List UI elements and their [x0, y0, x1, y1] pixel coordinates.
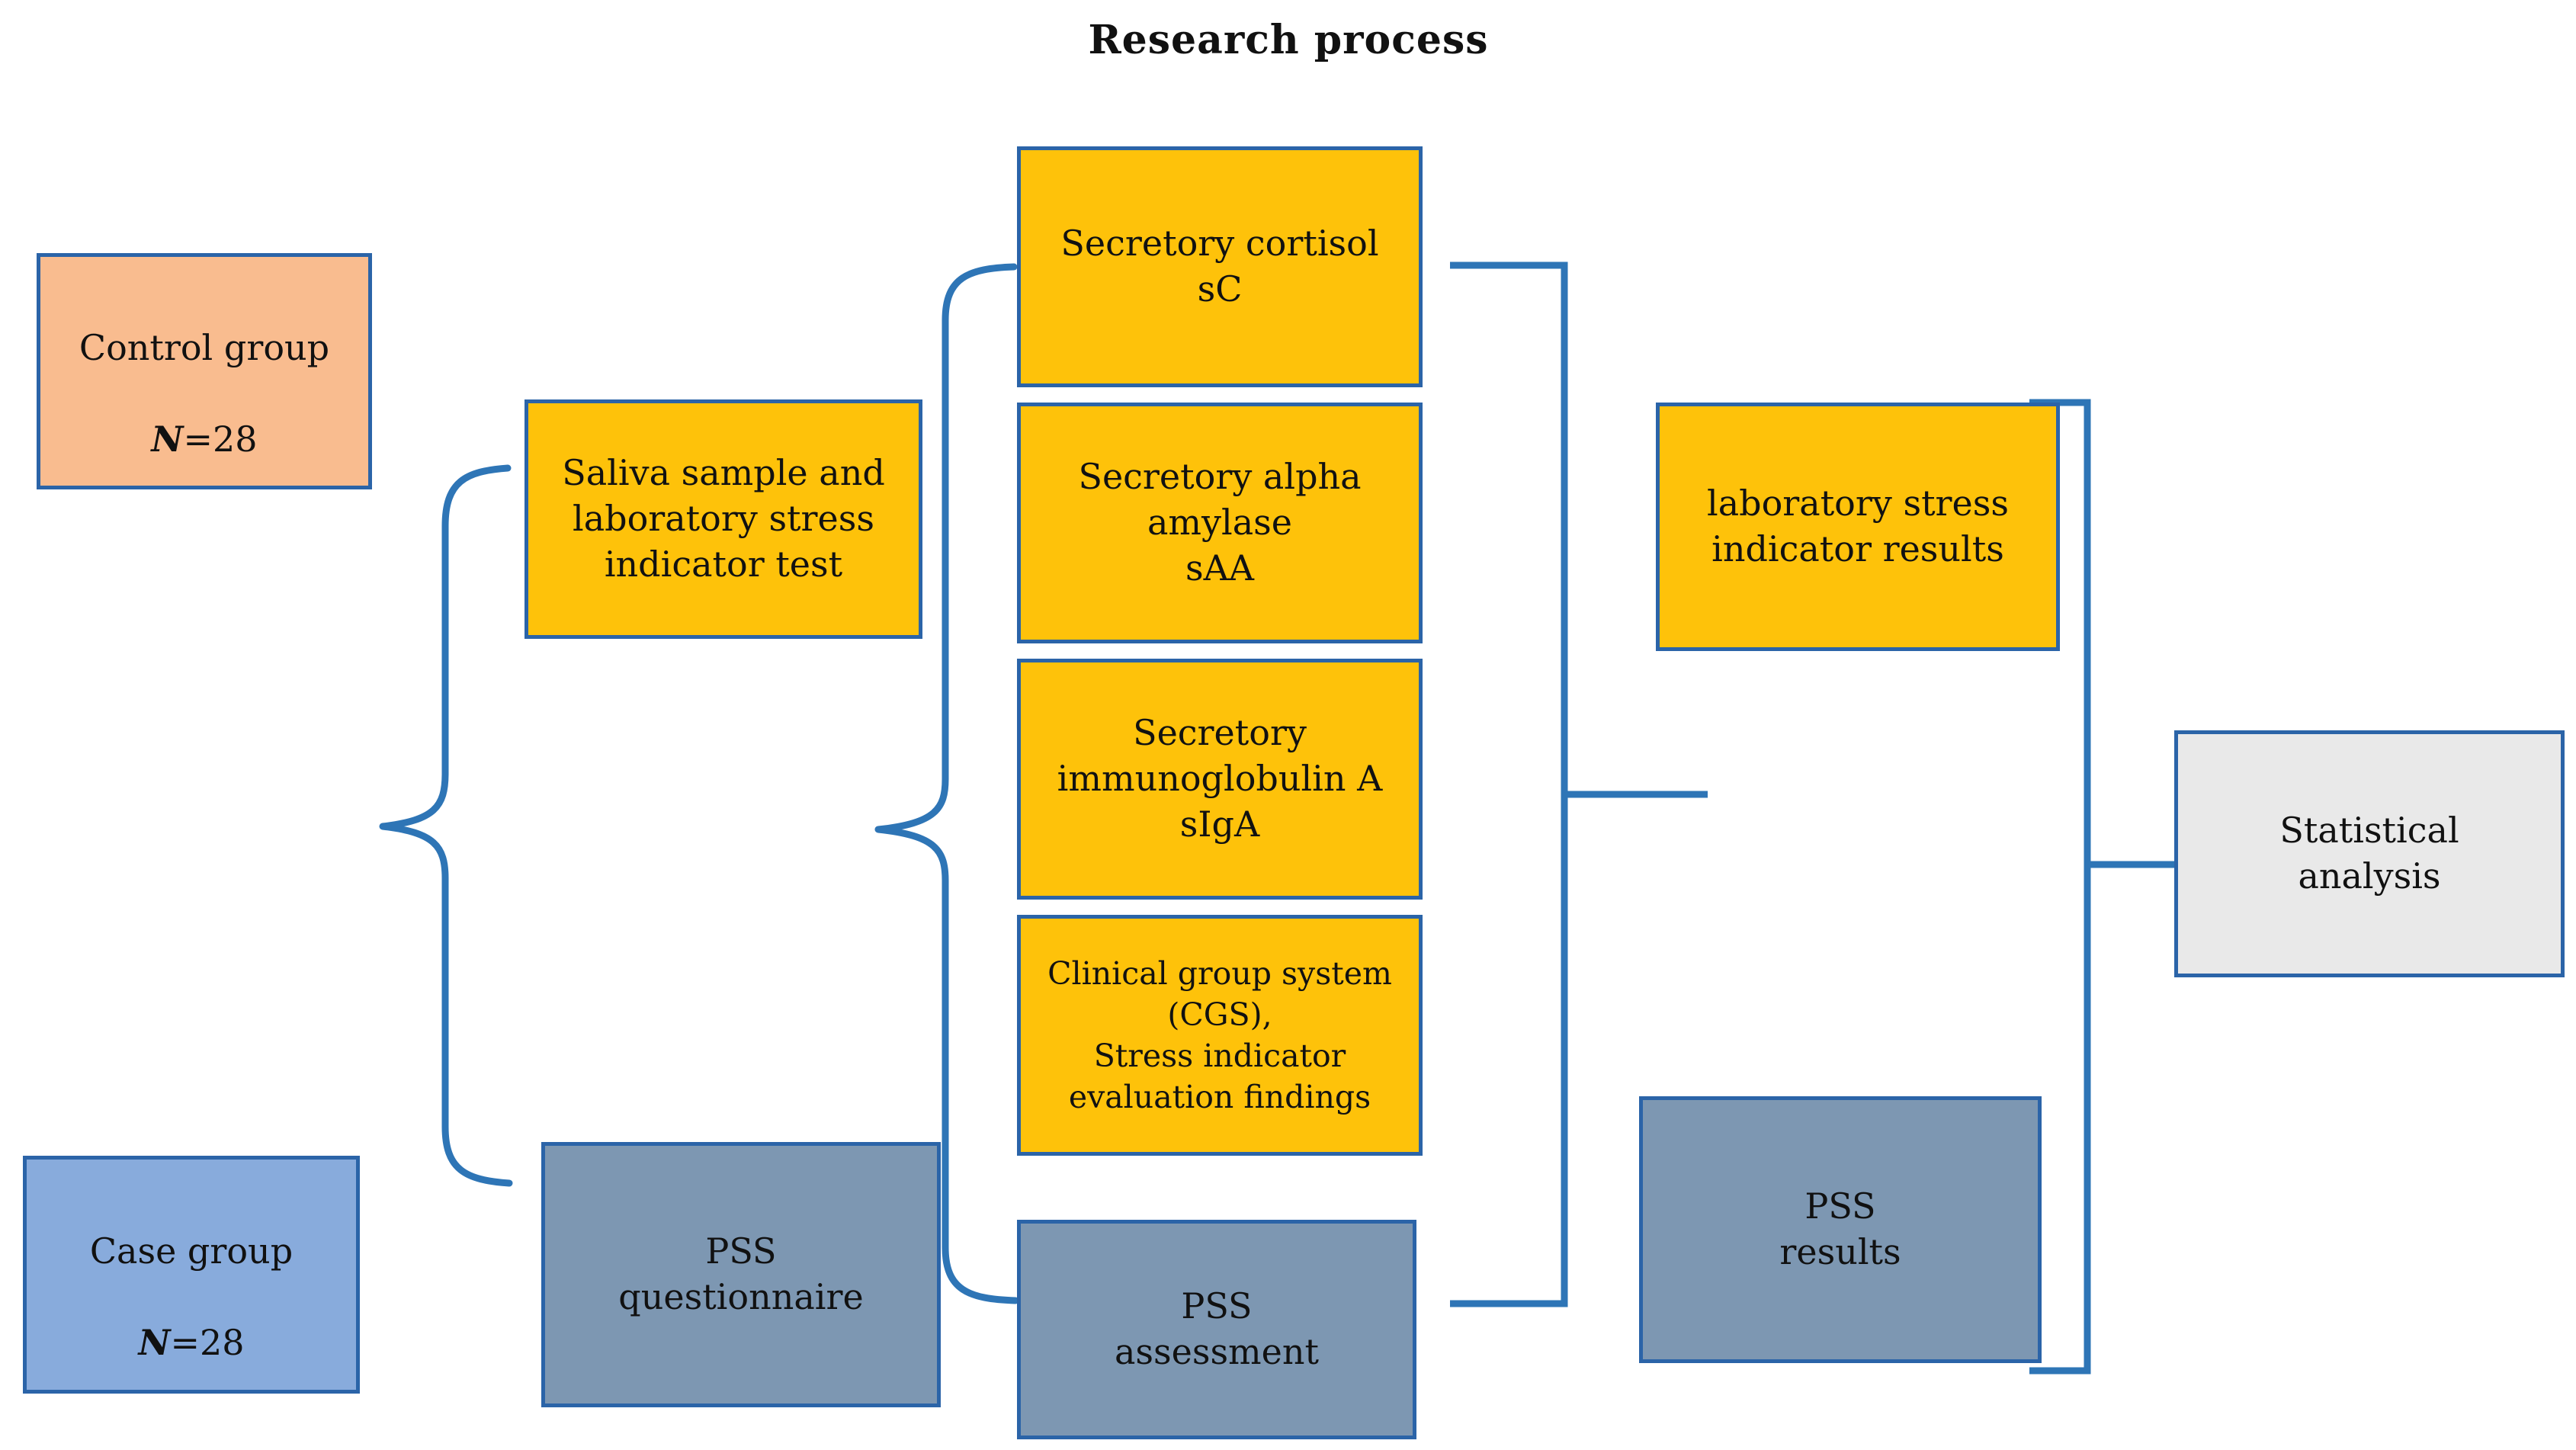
right-bracket-connector — [1450, 261, 1568, 1307]
saliva-test-label: Saliva sample and laboratory stress indi… — [562, 452, 885, 585]
pss-results-box: PSS results — [1639, 1096, 2042, 1363]
page-title: Research process — [1088, 17, 1489, 63]
clinical-group-system-label: Clinical group system (CGS), Stress indi… — [1047, 954, 1392, 1116]
saliva-test-box: Saliva sample and laboratory stress indi… — [525, 399, 922, 639]
clinical-group-system-box: Clinical group system (CGS), Stress indi… — [1017, 915, 1423, 1156]
secretory-cortisol-label: Secretory cortisol sC — [1060, 223, 1379, 310]
left-brace-connector — [379, 464, 513, 1187]
lab-stress-results-box: laboratory stress indicator results — [1656, 403, 2060, 651]
case-group-label: Case group N=28 — [89, 1230, 294, 1363]
pss-questionnaire-label: PSS questionnaire — [618, 1230, 864, 1317]
pss-questionnaire-box: PSS questionnaire — [541, 1142, 941, 1407]
control-group-box: Control group N=28 — [37, 253, 372, 489]
pss-assessment-box: PSS assessment — [1017, 1220, 1416, 1439]
statistical-analysis-box: Statistical analysis — [2174, 730, 2565, 977]
secretory-immunoglobulin-label: Secretory immunoglobulin A sIgA — [1057, 712, 1383, 845]
secretory-immunoglobulin-box: Secretory immunoglobulin A sIgA — [1017, 659, 1423, 900]
statistical-analysis-label: Statistical analysis — [2279, 810, 2459, 897]
control-group-label: Control group N=28 — [79, 327, 330, 460]
secretory-alpha-amylase-box: Secretory alpha amylase sAA — [1017, 403, 1423, 643]
pss-results-label: PSS results — [1779, 1185, 1901, 1272]
lab-stress-results-label: laboratory stress indicator results — [1707, 483, 2009, 569]
secretory-cortisol-box: Secretory cortisol sC — [1017, 146, 1423, 387]
n-variable: N — [138, 1321, 171, 1363]
case-group-box: Case group N=28 — [23, 1156, 360, 1394]
pss-assessment-label: PSS assessment — [1114, 1285, 1320, 1372]
secretory-alpha-amylase-label: Secretory alpha amylase sAA — [1078, 456, 1362, 589]
n-variable: N — [151, 418, 184, 460]
